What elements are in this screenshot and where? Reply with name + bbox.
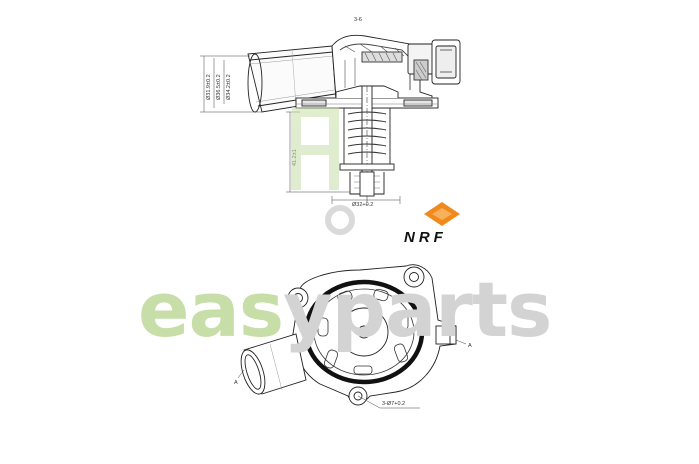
nrf-logo: NRF [404, 202, 460, 246]
sensor-connector [407, 39, 461, 85]
wax-element-and-spring [335, 85, 399, 205]
view-marker-left: A [234, 380, 238, 386]
watermark-logo-icon [291, 107, 355, 235]
outlet-pipe-top-view [240, 333, 307, 395]
dimension-lines-top [200, 55, 401, 204]
thermostat-side-view: 3-6 [200, 17, 461, 208]
nrf-logo-text: NRF [404, 229, 447, 246]
dim-diameter-inner: Ø34.2±0.2 [226, 74, 232, 100]
sealing-ring [303, 279, 425, 385]
dimension-lines-bottom [237, 339, 467, 409]
dim-bolt-holes: 3-Ø7+0.2 [382, 401, 405, 407]
dim-diameter-outer: Ø31.9±0.2 [206, 74, 212, 100]
thermostat-top-view: 3-Ø7+0.2 A A [234, 264, 472, 409]
section-mark-label: 3-6 [354, 17, 362, 23]
connector-stub [435, 325, 457, 345]
watermark-text-grey: yparts [283, 265, 552, 354]
view-marker-right: A [468, 343, 472, 349]
dim-valve-diameter: Ø32+0.2 [352, 202, 373, 208]
housing-body [299, 34, 433, 109]
housing-slots [317, 288, 409, 375]
watermark-text-green: eas [138, 265, 284, 354]
dim-diameter-mid: Ø36.5±0.2 [216, 74, 222, 100]
watermark-text: easyparts [138, 272, 552, 348]
